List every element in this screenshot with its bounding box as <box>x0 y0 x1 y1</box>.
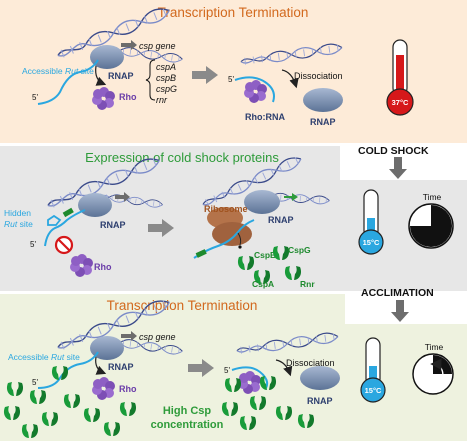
rnap-enzyme <box>90 336 124 360</box>
rnap-label: RNAP <box>108 71 134 81</box>
time-label: Time <box>423 192 442 202</box>
dissociation-arrow <box>281 69 299 89</box>
rnap-enzyme <box>244 190 280 214</box>
csp-orf-segment <box>195 249 207 258</box>
panel-3-title: Transcription Termination <box>107 298 258 313</box>
rnap-label: RNAP <box>100 220 126 230</box>
five-prime-label: 5' <box>32 378 38 387</box>
thermometer-cold-icon: 15°C <box>360 337 386 403</box>
rnap-label: RNAP <box>108 362 134 372</box>
protein-label: CspA <box>252 279 274 289</box>
panel-2-title: Expression of cold shock proteins <box>85 150 279 165</box>
accessible-rut-label: Accessible Rut site <box>8 352 80 362</box>
rho-rna-label: Rho:RNA <box>245 112 285 122</box>
dissociation-label: Dissociation <box>286 358 335 368</box>
rnap-label: RNAP <box>310 117 336 127</box>
released-rna <box>231 366 269 389</box>
clock-elapsed-fill <box>410 205 452 247</box>
five-prime-label: 5' <box>228 75 234 84</box>
rnap-label: RNAP <box>307 396 333 406</box>
gene-item: cspB <box>156 73 176 83</box>
high-csp-label-line1: High Csp <box>163 405 212 417</box>
five-prime-label: 5' <box>224 366 230 375</box>
gene-list: cspA cspB cspG rnr <box>156 62 177 105</box>
rho-label: Rho <box>94 262 112 272</box>
gene-item: cspA <box>156 62 176 72</box>
high-csp-label-line2: concentration <box>151 419 224 431</box>
accessible-rut-label: Accessible Rut site <box>22 66 94 76</box>
acclimation-label: ACCLIMATION <box>361 287 434 299</box>
hidden-rut-label: Rut site <box>4 219 33 229</box>
rna-transcript <box>44 209 86 247</box>
rnap-label: RNAP <box>268 215 294 225</box>
hidden-label: Hidden <box>4 208 31 218</box>
rna-hairpin <box>47 214 62 226</box>
rho-label: Rho <box>119 384 137 394</box>
panel-1-title: Transcription Termination <box>158 5 309 20</box>
csp-gene-label: csp gene <box>139 332 176 342</box>
nascent-peptide <box>237 232 242 246</box>
gene-list-bracket <box>145 59 156 101</box>
gene-arrow-head <box>131 331 137 341</box>
csp-orf-segment <box>62 207 74 218</box>
peptide-bead <box>238 245 242 249</box>
gene-arrow-head <box>131 40 137 50</box>
five-prime-label: 5' <box>32 93 38 102</box>
rnap-enzyme <box>90 45 124 69</box>
mrna-strand <box>193 219 255 259</box>
dissociation-arrow <box>275 359 293 377</box>
cold-shock-label: COLD SHOCK <box>358 145 429 157</box>
protein-label: CspG <box>288 245 311 255</box>
gene-item: cspG <box>156 84 177 94</box>
protein-label: Rnr <box>300 279 315 289</box>
rho-label: Rho <box>119 92 137 102</box>
temperature-label: 15°C <box>365 386 382 395</box>
thermometer-warm-icon: 37°C <box>386 39 414 116</box>
rnap-enzyme <box>300 366 340 390</box>
gene-arrow-body <box>121 334 131 338</box>
gene-arrow-body <box>121 43 131 47</box>
dissociation-label: Dissociation <box>294 71 343 81</box>
rnap-enzyme <box>303 88 343 112</box>
protein-label: CspB <box>254 250 276 260</box>
gene-arrow-green <box>284 193 298 201</box>
released-rna <box>234 76 275 103</box>
time-label: Time <box>425 342 444 352</box>
rna-transcript <box>37 351 99 389</box>
five-prime-label: 5' <box>30 240 36 249</box>
temperature-label: 15°C <box>363 238 380 247</box>
thermometer-cold-icon: 15°C <box>358 189 384 255</box>
gene-arrow-body <box>115 195 124 199</box>
acclimation-arrow <box>391 300 409 322</box>
gene-item: rnr <box>156 95 168 105</box>
cold-shock-arrow <box>389 157 407 179</box>
clock-rotation-arrow <box>422 358 444 385</box>
ribosome-label: Ribosome <box>204 204 248 214</box>
gene-arrow-head <box>124 192 130 202</box>
rho-binding-arrow <box>95 356 107 375</box>
rnap-enzyme <box>78 193 112 217</box>
blocked-icon <box>54 235 74 255</box>
csp-gene-label: csp gene <box>139 41 176 51</box>
rna-transcript <box>37 59 99 105</box>
temperature-label: 37°C <box>392 98 409 107</box>
rho-binding-arrow <box>95 65 107 86</box>
